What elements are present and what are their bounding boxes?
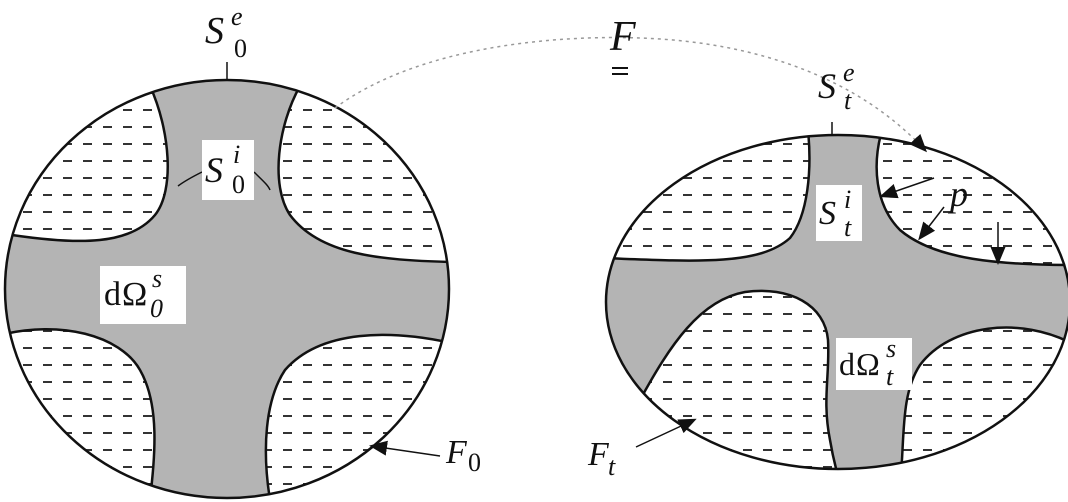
label-S0e: S e 0 — [205, 4, 247, 62]
current-boundary-Ft — [604, 133, 1068, 471]
label-dOmega0-omega: Ω — [122, 276, 148, 313]
F0-arrow — [369, 440, 441, 457]
label-S0e-sup: e — [231, 2, 243, 31]
label-F0-sub: 0 — [468, 448, 481, 477]
label-S0e-sub: 0 — [234, 34, 247, 63]
label-dOmega0: d Ω s 0 — [100, 266, 186, 324]
label-Ste-sup: e — [843, 58, 855, 87]
reference-domain — [3, 78, 451, 500]
label-Ste-sub: t — [844, 86, 852, 115]
label-F0: F 0 — [446, 434, 481, 476]
label-S0e-base: S — [205, 10, 224, 52]
label-dOmega0-sup: s — [152, 264, 163, 293]
label-dOmegat: d Ω s t — [836, 334, 912, 391]
label-dOmega0-d: d — [104, 276, 121, 313]
label-Ft-sub: t — [608, 452, 616, 481]
label-S0i-sub: 0 — [232, 170, 245, 199]
label-dOmegat-d: d — [839, 346, 855, 382]
label-S0i-sup: i — [233, 140, 241, 169]
label-Sti-sub: t — [844, 213, 852, 242]
current-domain — [604, 133, 1068, 471]
label-p: p — [950, 174, 968, 214]
current-solid-phase — [606, 135, 1068, 469]
reference-pore-top-left — [5, 80, 169, 243]
label-Sti: S i t — [816, 185, 862, 241]
label-F0-base: F — [446, 434, 467, 471]
label-dOmegat-sub: t — [886, 362, 894, 391]
mapping-label-F: F — [610, 14, 636, 60]
Ft-arrow — [635, 418, 697, 448]
S0i-leader-left — [177, 171, 203, 187]
label-dOmegat-sup: s — [886, 334, 897, 363]
label-Sti-base: S — [819, 195, 836, 232]
label-Ste: S e t — [818, 60, 855, 114]
reference-pore-bottom-right — [264, 333, 449, 498]
label-S0i-base: S — [205, 150, 223, 190]
p-arrow-1 — [918, 206, 945, 241]
label-dOmega0-sub: 0 — [150, 294, 163, 323]
Sti-arrow — [879, 177, 935, 199]
label-Ste-base: S — [818, 66, 836, 106]
label-Sti-sup: i — [844, 185, 852, 214]
label-dOmegat-omega: Ω — [856, 346, 880, 382]
reference-pore-top-right — [277, 80, 449, 264]
label-S0i: S i 0 — [202, 140, 254, 200]
label-Ft-base: F — [588, 436, 609, 473]
S0i-leader-right — [253, 171, 271, 191]
label-Ft: F t — [588, 436, 615, 480]
